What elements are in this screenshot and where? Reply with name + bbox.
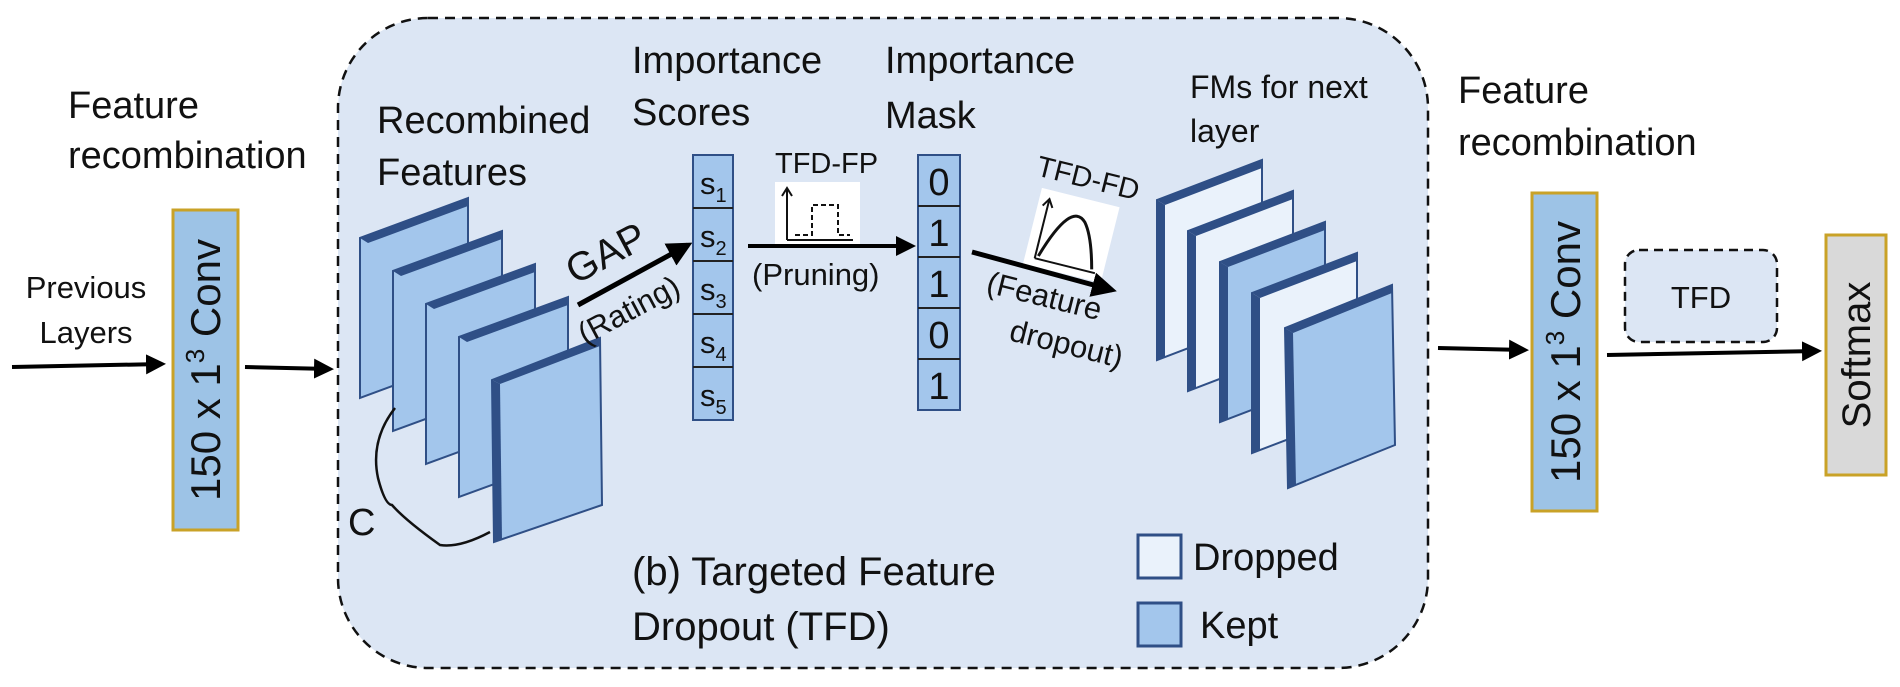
mask-cell: 1 xyxy=(928,213,949,255)
conv-to-softmax-arrow xyxy=(1606,341,1822,362)
scores-title-line1: Importance xyxy=(632,40,822,82)
legend-kept-label: Kept xyxy=(1200,605,1279,647)
pruning-label: (Pruning) xyxy=(752,257,880,292)
previous-layers-line2: Layers xyxy=(39,315,132,350)
tfd-inline-box xyxy=(1623,248,1779,344)
tfd-fp-label: TFD-FP xyxy=(775,148,878,180)
mask-cell: 0 xyxy=(928,162,949,204)
left-conv-label: 150 x 13 Conv xyxy=(180,239,229,501)
mask-cell: 1 xyxy=(928,264,949,306)
channel-label: C xyxy=(348,502,375,544)
score-cell: s2 xyxy=(700,219,727,260)
recombined-title-line1: Recombined xyxy=(377,100,590,142)
fms-title-line2: layer xyxy=(1190,113,1260,149)
importance-mask-column: 0 1 1 0 1 xyxy=(917,154,961,411)
input-arrow xyxy=(11,354,166,375)
score-cell: s1 xyxy=(700,166,727,207)
softmax-label: Softmax xyxy=(1835,282,1879,429)
channel-brace xyxy=(374,407,491,547)
recombined-feature-map xyxy=(490,336,604,544)
score-cell: s3 xyxy=(700,272,727,313)
recombined-feature-stack xyxy=(359,196,604,544)
next-layer-feature-map xyxy=(1283,283,1397,490)
tfd-inline-label: TFD xyxy=(1671,280,1731,315)
legend-dropped-swatch xyxy=(1136,533,1183,580)
legend-dropped-label: Dropped xyxy=(1193,537,1339,579)
right-conv-label: 150 x 13 Conv xyxy=(1540,221,1589,483)
previous-layers-line1: Previous xyxy=(26,270,147,305)
left-conv-box xyxy=(171,208,240,532)
next-layer-feature-stack xyxy=(1156,158,1397,490)
pruning-step-icon xyxy=(775,182,860,247)
legend-kept-swatch xyxy=(1136,601,1183,648)
tfd-caption-line1: (b) Targeted Feature xyxy=(632,550,996,594)
tfd-caption-line2: Dropout (TFD) xyxy=(632,605,890,649)
fms-title-line1: FMs for next xyxy=(1190,69,1368,105)
left-feature-title-line1: Feature xyxy=(68,85,199,127)
tfd-to-conv-arrow xyxy=(1437,339,1529,360)
recombined-title-line2: Features xyxy=(377,152,527,194)
dropout-curve-icon xyxy=(1023,187,1120,283)
mask-cell: 0 xyxy=(928,315,949,357)
gap-arrow xyxy=(576,242,693,308)
scores-title-line2: Scores xyxy=(632,92,750,134)
tfd-region xyxy=(336,16,1430,670)
score-cell: s4 xyxy=(700,325,727,366)
mask-cell: 1 xyxy=(928,366,949,408)
right-feature-title-line2: recombination xyxy=(1458,122,1697,164)
softmax-box xyxy=(1824,233,1888,477)
right-feature-title-line1: Feature xyxy=(1458,70,1589,112)
importance-scores-column: s1 s2 s3 s4 s5 xyxy=(692,154,734,421)
score-cell: s5 xyxy=(700,378,727,419)
mask-title-line1: Importance xyxy=(885,40,1075,82)
left-feature-title-line2: recombination xyxy=(68,135,307,177)
right-conv-box xyxy=(1530,191,1599,513)
dropout-arrow xyxy=(971,249,1117,297)
mask-title-line2: Mask xyxy=(885,95,977,137)
conv-to-tfd-arrow xyxy=(244,358,334,379)
